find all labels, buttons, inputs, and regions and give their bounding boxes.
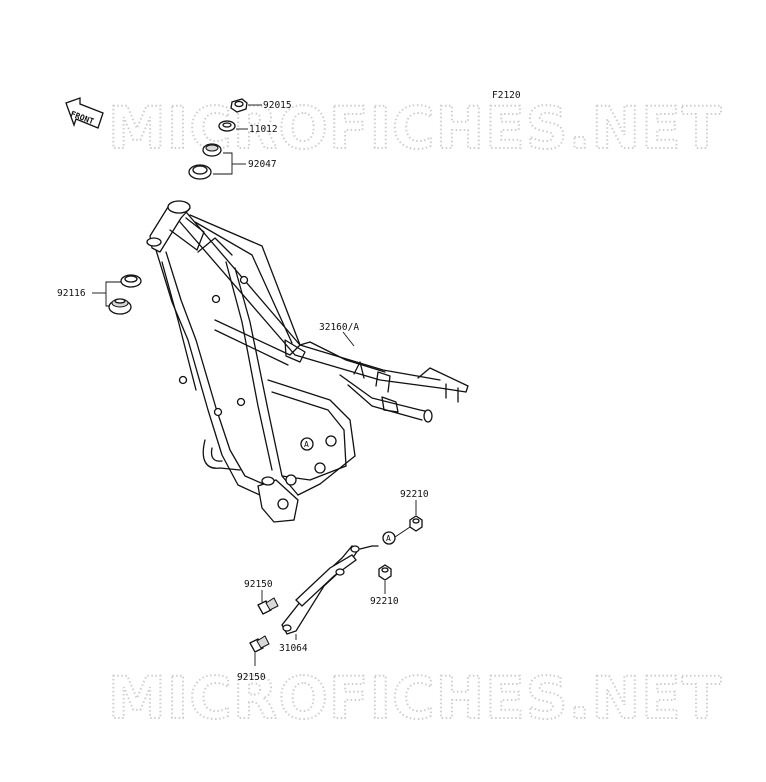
frame-ref-marker: A [304, 440, 309, 449]
watermark-top: MICROFICHES.NET [108, 94, 722, 162]
bolt-92150-bot-icon [249, 635, 270, 653]
label-31064: 31064 [279, 643, 308, 654]
label-92047: 92047 [248, 159, 277, 170]
label-92210-mid: 92210 [370, 596, 399, 607]
label-92150-top: 92150 [244, 579, 273, 590]
bolt-92150-top-icon [257, 597, 279, 615]
bearing-92116-icon [108, 298, 132, 315]
watermark-bottom: MICROFICHES.NET [108, 664, 722, 732]
label-92210-top: 92210 [400, 489, 429, 500]
nut-92210-top-icon [409, 515, 423, 532]
main-frame-icon: A [146, 200, 469, 523]
front-arrow-icon: FRONT [65, 97, 104, 129]
label-92015: 92015 [263, 100, 292, 111]
bearing-race-92116-icon [120, 274, 142, 288]
bracket-ref-marker: A [386, 534, 391, 543]
label-32160-a: 32160/A [319, 322, 359, 333]
label-92116: 92116 [57, 288, 86, 299]
figure-code: F2120 [492, 90, 521, 101]
washer-11012-icon [218, 120, 236, 132]
label-11012: 11012 [249, 124, 278, 135]
bearing-race-lower-icon [188, 164, 212, 180]
engine-bracket-31064-icon: A [281, 531, 396, 635]
bearing-race-upper-icon [202, 143, 222, 157]
nut-92210-mid-icon [378, 564, 392, 581]
label-92150-bot: 92150 [237, 672, 266, 683]
nut-92015-icon [230, 98, 248, 113]
